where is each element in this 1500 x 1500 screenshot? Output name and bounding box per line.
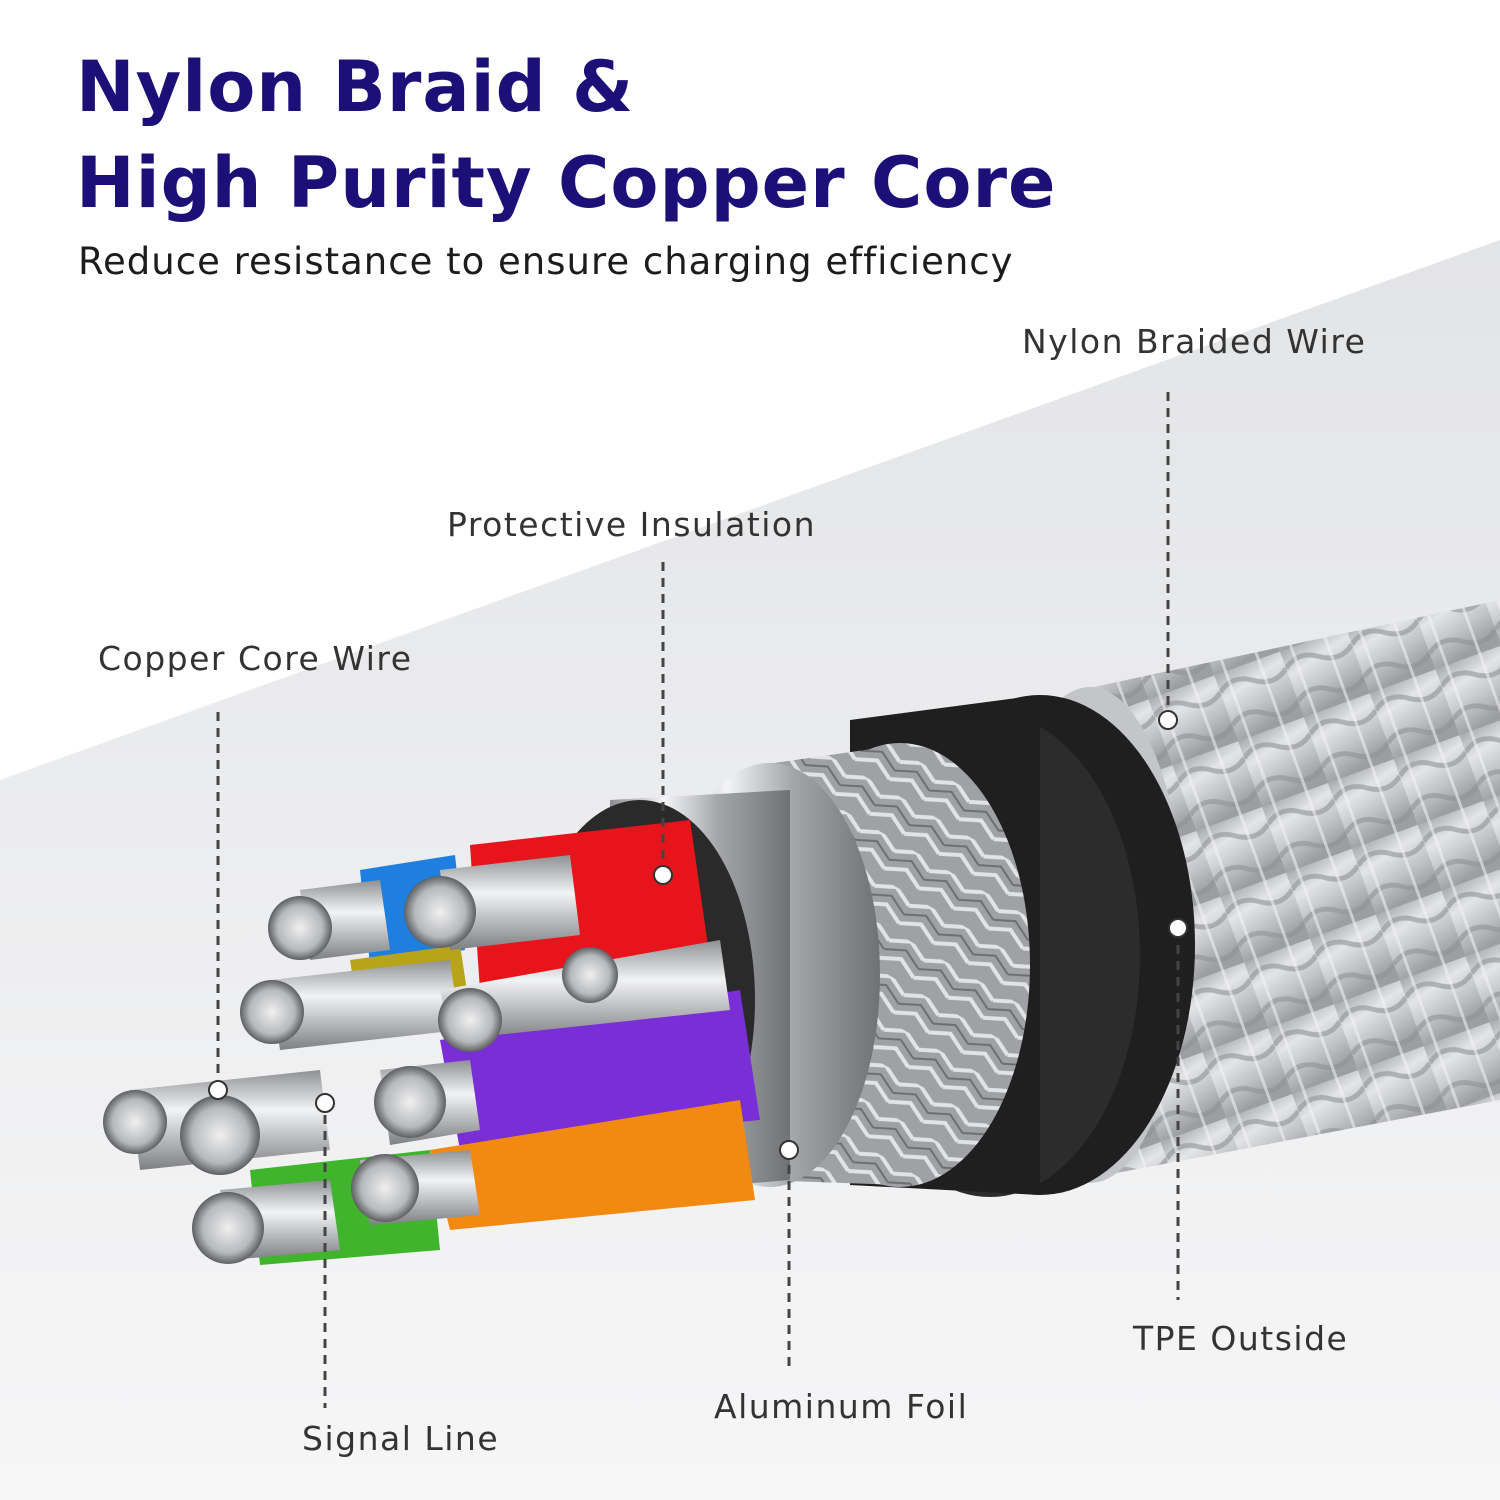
dot-copper-core-wire [208, 1080, 228, 1100]
dot-aluminum-foil [779, 1140, 799, 1160]
dot-braided-wire [1158, 710, 1178, 730]
callout-leaders [216, 392, 1180, 1408]
label-copper-core-wire: Copper Core Wire [98, 639, 413, 678]
label-nylon-braided-wire: Nylon Braided Wire [1022, 322, 1367, 361]
label-tpe-outside: TPE Outside [1133, 1319, 1349, 1358]
subtitle: Reduce resistance to ensure charging eff… [78, 240, 1014, 283]
dot-tpe-outside [1168, 918, 1188, 938]
callout-dots [208, 710, 1188, 1160]
title-line-2: High Purity Copper Core [76, 142, 1057, 224]
title-line-1: Nylon Braid & [76, 46, 635, 128]
dot-signal-line [315, 1093, 335, 1113]
dot-protective-insulation [653, 865, 673, 885]
label-signal-line: Signal Line [302, 1419, 500, 1458]
label-protective-insulation: Protective Insulation [447, 505, 817, 544]
label-aluminum-foil: Aluminum Foil [714, 1387, 969, 1426]
copper-conductor-bundles [103, 855, 730, 1264]
